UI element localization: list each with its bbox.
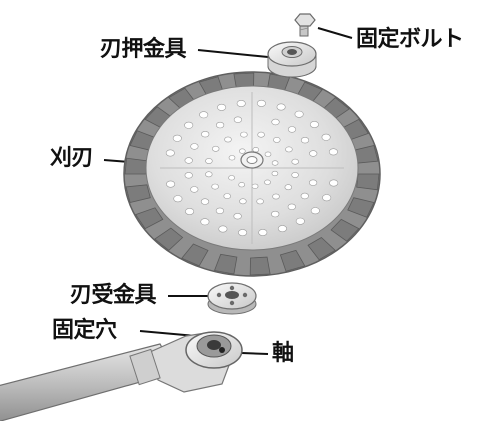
blade-hole [328, 148, 338, 156]
blade-hole [264, 151, 272, 157]
gear-head [185, 331, 243, 369]
blade-hole [173, 195, 183, 203]
blade-hole [238, 182, 245, 188]
blade-hole [251, 183, 259, 189]
blade-hole [273, 136, 281, 143]
blade-hole [309, 150, 318, 157]
label-blade-receiver: 刃受金具 [70, 283, 157, 308]
label-blade: 刈刃 [50, 146, 94, 171]
blade-hole [190, 186, 199, 193]
blade-hole [200, 198, 210, 205]
label-fixing-bolt: 固定ボルト [356, 27, 464, 52]
blade-hole [239, 148, 246, 154]
blade-hole [218, 225, 228, 233]
blade-hole [271, 118, 280, 126]
blade-hole [224, 136, 232, 143]
blade-tooth [124, 157, 148, 175]
blade-hole [223, 193, 231, 199]
blade-hole [309, 179, 318, 186]
blade-tooth [181, 243, 209, 267]
blade-hole [271, 170, 279, 177]
blade-tooth [330, 218, 360, 242]
blade-hole [238, 229, 248, 237]
blade-hole [236, 100, 246, 108]
blade-tooth [356, 173, 380, 191]
blade-hole [252, 147, 260, 153]
blade-hole [205, 158, 213, 164]
blade-hole [199, 111, 209, 119]
blade-hole [272, 193, 280, 200]
label-fixing-hole: 固定穴 [52, 318, 117, 343]
blade-hole [271, 210, 280, 218]
blade-hole [190, 143, 199, 150]
leader-line-fixing-hole [139, 330, 197, 337]
blade-holder [267, 41, 317, 78]
blade-hole [321, 133, 331, 141]
blade-hole [294, 110, 304, 118]
blade-hole [228, 175, 235, 181]
blade-hole [256, 99, 266, 107]
blade-hole [287, 203, 296, 211]
fixing-bolt [294, 13, 316, 37]
leader-line-blade-holder [197, 49, 269, 58]
blade-hole [309, 121, 319, 129]
blade-holes [165, 99, 339, 237]
blade-hole [216, 121, 225, 129]
blade-hole [257, 131, 265, 138]
blade-hole [277, 225, 287, 233]
blade-hole [256, 198, 264, 205]
blade-hole [291, 158, 299, 165]
blade-tooth [279, 249, 306, 272]
blade-hole [228, 155, 236, 161]
blade-hole [239, 198, 247, 205]
blade-hole [276, 103, 286, 111]
blade-hole [166, 180, 176, 188]
blade-hole [233, 116, 242, 123]
blade-hole [165, 149, 175, 157]
blade-hole [233, 213, 242, 220]
blade-hole [271, 160, 279, 166]
blade-tooth [249, 256, 271, 276]
blade-hole [310, 207, 320, 215]
blade-hole [184, 172, 193, 179]
blade-tooth [347, 197, 375, 218]
blade-hole [264, 179, 271, 185]
blade-tooth [307, 237, 336, 261]
blade-tooth [125, 184, 151, 203]
blade-hole [285, 146, 293, 153]
blade-hole [291, 172, 299, 178]
blade-hole [300, 192, 309, 200]
blade-hole [172, 134, 182, 142]
blade-hole [200, 218, 210, 226]
blade-hole [295, 217, 305, 225]
blade-tooth [213, 253, 238, 275]
blade-hole [201, 131, 210, 138]
blade-receiver [207, 282, 257, 315]
blade-tooth [154, 227, 184, 251]
label-shaft: 軸 [272, 341, 294, 366]
blade-hole [287, 126, 297, 133]
blade-hole [329, 179, 339, 187]
blade-hole [205, 171, 213, 178]
blade-hole [322, 194, 332, 202]
blade-disc [123, 71, 381, 277]
shaft-tip [219, 347, 225, 353]
blade-hole [240, 131, 248, 138]
blade-hole [184, 121, 194, 129]
blade-hole [184, 157, 193, 164]
blade-hole [284, 184, 292, 191]
blade-hole [215, 207, 224, 215]
label-blade-holder: 刃押金具 [100, 37, 187, 62]
blade-teeth [124, 72, 380, 276]
blade-hole [212, 145, 220, 152]
blade-hole [217, 103, 227, 111]
blade-hole [258, 229, 268, 237]
blade-hole [185, 208, 195, 216]
blade-tooth [135, 207, 164, 230]
leader-line-fixing-bolt [317, 27, 353, 39]
blade-hole [300, 137, 310, 144]
blade-hole [211, 183, 219, 190]
